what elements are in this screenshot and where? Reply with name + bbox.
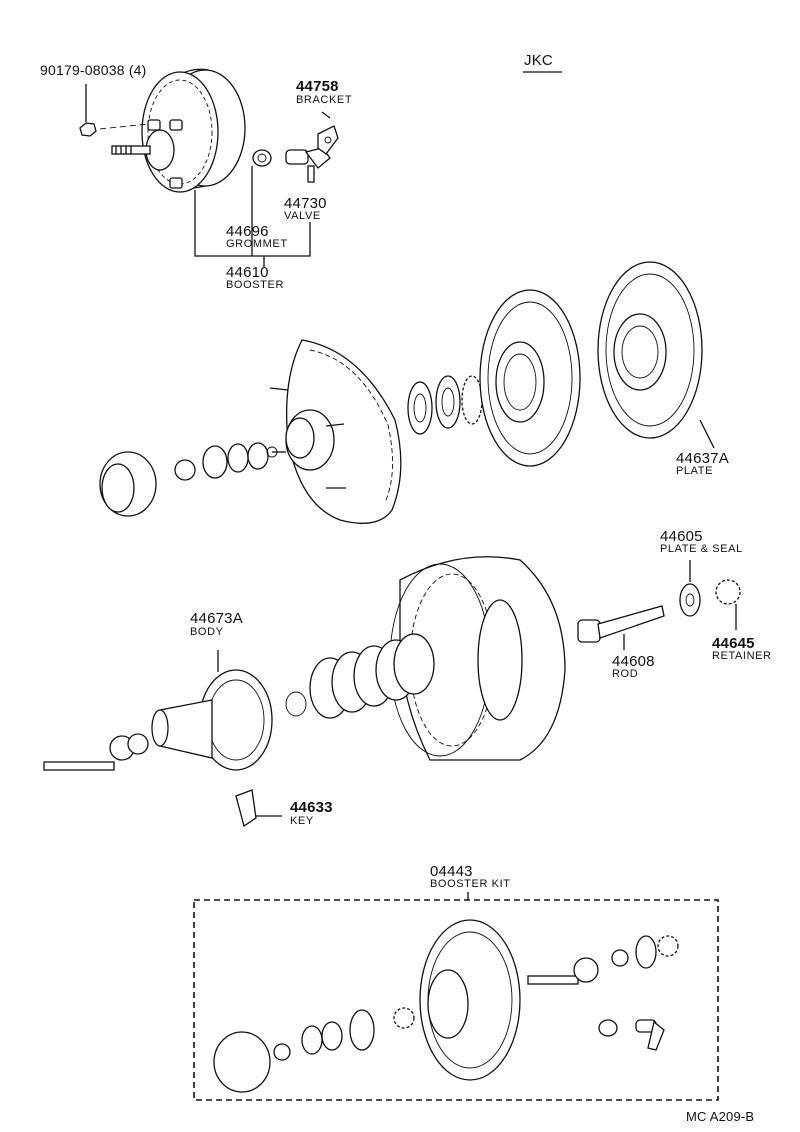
body-part-name: BODY (190, 626, 224, 638)
grommet-part-name: GROMMET (226, 238, 288, 250)
nut-illustration (79, 84, 97, 137)
key-part-name: KEY (290, 815, 314, 827)
nut-part-number: 90179-08038 (4) (40, 62, 147, 78)
rod-part-name: ROD (612, 668, 639, 680)
body-part-number: 44673A (190, 610, 243, 627)
poppet-parts-illustration (99, 442, 278, 517)
grommet-part-number: 44696 (226, 223, 269, 240)
bracket-leader (321, 111, 331, 119)
valve-part-name: VALVE (284, 210, 321, 222)
front-shell-illustration (269, 339, 402, 524)
booster-kit-boundary (193, 899, 719, 1101)
figure-reference: MC A209-B (686, 1109, 755, 1124)
plate-seal-part-name: PLATE & SEAL (660, 543, 743, 555)
grommet-illustration (252, 149, 272, 167)
booster-kit-illustration (213, 919, 679, 1093)
booster-part-name: BOOSTER (226, 279, 284, 291)
bracket-part-name: BRACKET (296, 94, 353, 106)
diaphragm-illustration (479, 289, 581, 467)
bracket-part-number: 44758 (296, 78, 339, 95)
rod-illustration (577, 605, 665, 650)
booster-kit-part-number: 04443 (430, 863, 473, 880)
plate-illustration (597, 261, 715, 449)
seal-rings-illustration (407, 375, 483, 435)
body-illustration (43, 650, 273, 771)
spring-illustration (285, 633, 435, 719)
plate-part-name: PLATE (676, 465, 714, 477)
rear-shell-illustration (389, 556, 566, 761)
retainer-illustration (715, 579, 741, 630)
key-illustration (235, 789, 282, 828)
plate-seal-part-number: 44605 (660, 528, 703, 545)
plate-part-number: 44637A (676, 450, 729, 467)
rod-part-number: 44608 (612, 653, 655, 670)
key-part-number: 44633 (290, 799, 333, 816)
booster-part-number: 44610 (226, 264, 269, 281)
booster-kit-part-name: BOOSTER KIT (430, 878, 511, 890)
retainer-part-name: RETAINER (712, 650, 772, 662)
bracket-illustration (317, 125, 339, 155)
valve-illustration (285, 147, 331, 183)
valve-part-number: 44730 (284, 195, 327, 212)
diagram-code: JKC (524, 52, 553, 69)
plate-seal-illustration (679, 560, 701, 617)
booster-assembly-illustration (89, 68, 246, 193)
retainer-part-number: 44645 (712, 635, 755, 652)
